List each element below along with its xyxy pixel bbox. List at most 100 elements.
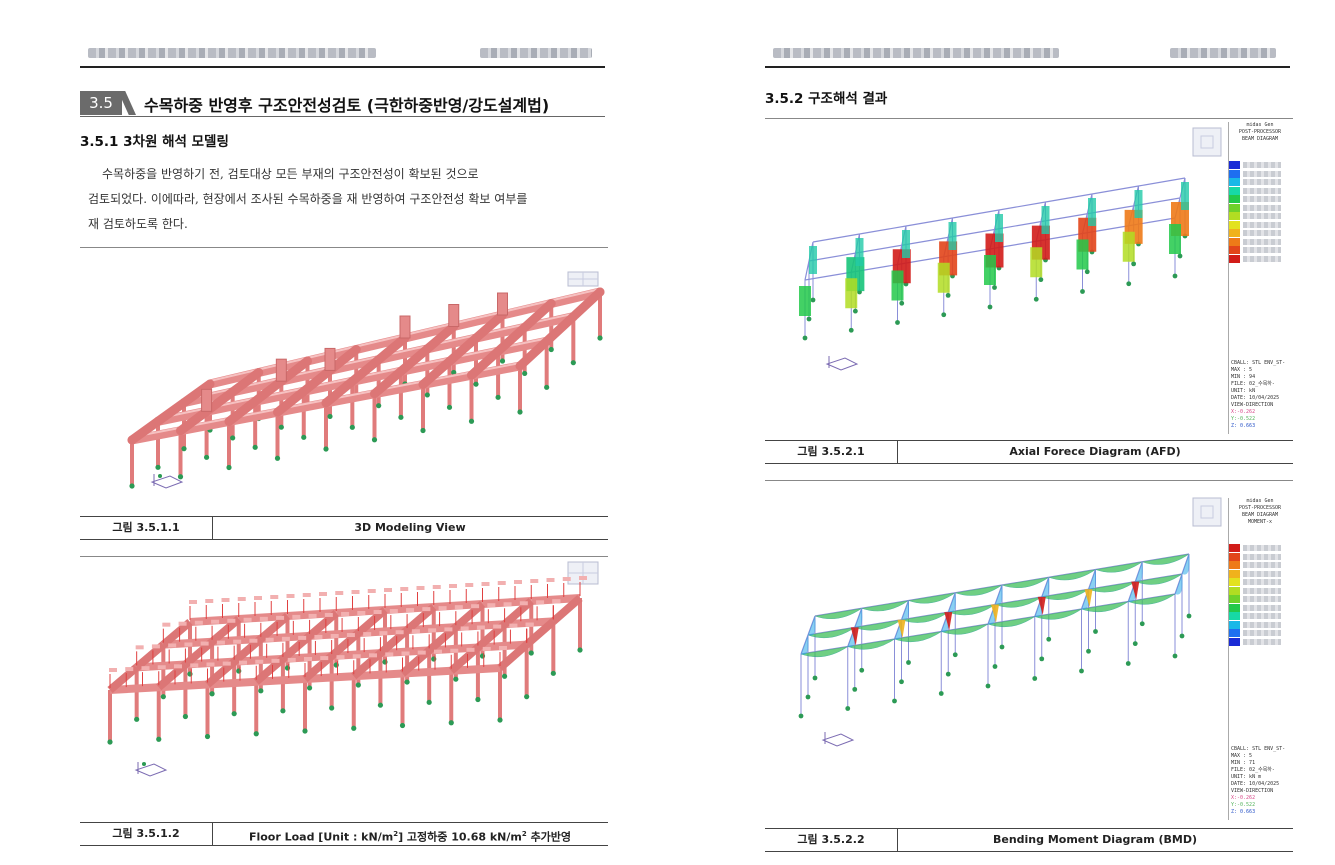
column-support: [522, 370, 528, 377]
moment-curve: [1128, 593, 1176, 605]
beam: [1045, 193, 1093, 203]
girder: [299, 365, 335, 396]
load-label: [211, 619, 220, 624]
column-support: [479, 653, 486, 659]
column-support: [302, 728, 308, 734]
load-label: [239, 660, 247, 665]
right-header-rule: [765, 66, 1290, 68]
column-support: [597, 335, 603, 341]
legend-value-redacted: [1243, 162, 1281, 168]
load-label: [454, 605, 463, 610]
column-support: [377, 702, 384, 708]
girder: [520, 299, 556, 332]
legend-color-swatch: [1229, 629, 1240, 637]
load-label: [434, 649, 442, 654]
caption-part: ] 고정하중 10.68 kN/m: [398, 830, 522, 844]
girder: [418, 356, 454, 389]
legend-color-swatch: [1229, 195, 1240, 203]
load-label: [157, 665, 166, 670]
column-support: [134, 716, 140, 722]
column-support: [182, 713, 189, 720]
column-support: [985, 683, 991, 689]
column-support: [1132, 641, 1138, 647]
load-label: [497, 581, 506, 585]
load-label: [281, 636, 290, 641]
load-label: [168, 643, 177, 648]
legend-color-swatch: [1229, 637, 1240, 646]
column-support: [1033, 296, 1039, 302]
load-label: [324, 612, 333, 617]
legend-info-line: VIEW-DIRECTION: [1231, 402, 1274, 408]
column-support: [280, 708, 286, 714]
legend-value-redacted: [1243, 196, 1281, 202]
legend-color-swatch: [1229, 578, 1240, 586]
legend-title-line: midas Gen: [1246, 498, 1274, 504]
moment-curve: [948, 604, 996, 616]
load-label: [341, 611, 350, 616]
load-label: [109, 668, 117, 672]
caption-figure-3522: 그림 3.5.2.2 Bending Moment Diagram (BMD): [765, 828, 1293, 852]
load-label: [314, 634, 323, 639]
moment-curve: [995, 585, 1003, 606]
legend-value-redacted: [1243, 596, 1281, 602]
girder: [445, 333, 481, 366]
legend-color-swatch: [1229, 178, 1240, 186]
column-support: [301, 434, 307, 440]
legend-title-line: BEAM DIAGRAM: [1241, 136, 1279, 142]
moment-curve: [1041, 577, 1050, 598]
legend-color-swatch: [1229, 561, 1240, 569]
column-support: [1186, 613, 1192, 619]
legend-value-redacted: [1243, 545, 1281, 551]
legend-info-line: CBALL: STL ENV_ST-: [1231, 360, 1286, 366]
column-support: [323, 446, 329, 452]
legend-value-redacted: [1243, 247, 1281, 253]
legend-value-redacted: [1243, 613, 1281, 619]
column-support: [431, 656, 437, 662]
legend-color-swatch: [1229, 586, 1240, 595]
load-label: [379, 631, 388, 636]
legend-value-redacted: [1243, 187, 1281, 194]
column-support: [1177, 253, 1183, 259]
beam: [905, 217, 953, 227]
column-support: [426, 699, 432, 705]
load-label: [460, 626, 469, 631]
column-support: [517, 409, 523, 415]
legend-color-swatch: [1229, 186, 1240, 195]
column-support: [992, 285, 997, 290]
column-support: [236, 668, 242, 674]
load-label: [493, 624, 502, 629]
legend-title-line: POST-PROCESSOR: [1238, 505, 1282, 511]
legend-color-swatch: [1229, 246, 1240, 254]
column-support: [1084, 269, 1090, 275]
beam: [256, 675, 306, 686]
load-label: [237, 597, 246, 601]
legend-value-redacted: [1243, 579, 1281, 585]
girder: [493, 322, 530, 356]
column-support: [1080, 289, 1085, 294]
load-label: [227, 618, 236, 623]
caption-figure-3512: 그림 3.5.1.2 Floor Load [Unit : kN/m2] 고정하…: [80, 822, 608, 846]
load-label: [450, 648, 459, 653]
legend-value-redacted: [1243, 630, 1281, 636]
legend-info-line: MAX : 5: [1231, 753, 1253, 759]
column-support: [382, 659, 388, 665]
moment-curve: [994, 596, 1042, 608]
upper-post: [275, 358, 287, 382]
moment-curve: [901, 600, 910, 621]
load-label: [422, 607, 431, 612]
moment-curve: [1048, 569, 1096, 581]
column-support: [1172, 653, 1178, 659]
axis-gizmo-icon: [134, 762, 168, 777]
column-support: [177, 474, 184, 480]
caption-part: Floor Load [Unit : kN/m: [248, 830, 394, 844]
legend-title-line: midas Gen: [1246, 122, 1274, 128]
beam: [402, 666, 452, 678]
moment-curve: [1135, 561, 1143, 583]
girder: [134, 641, 166, 671]
column-support: [845, 706, 851, 711]
moment-curve: [1175, 574, 1183, 595]
beam: [353, 669, 403, 681]
axial-force-panel: [891, 270, 904, 301]
